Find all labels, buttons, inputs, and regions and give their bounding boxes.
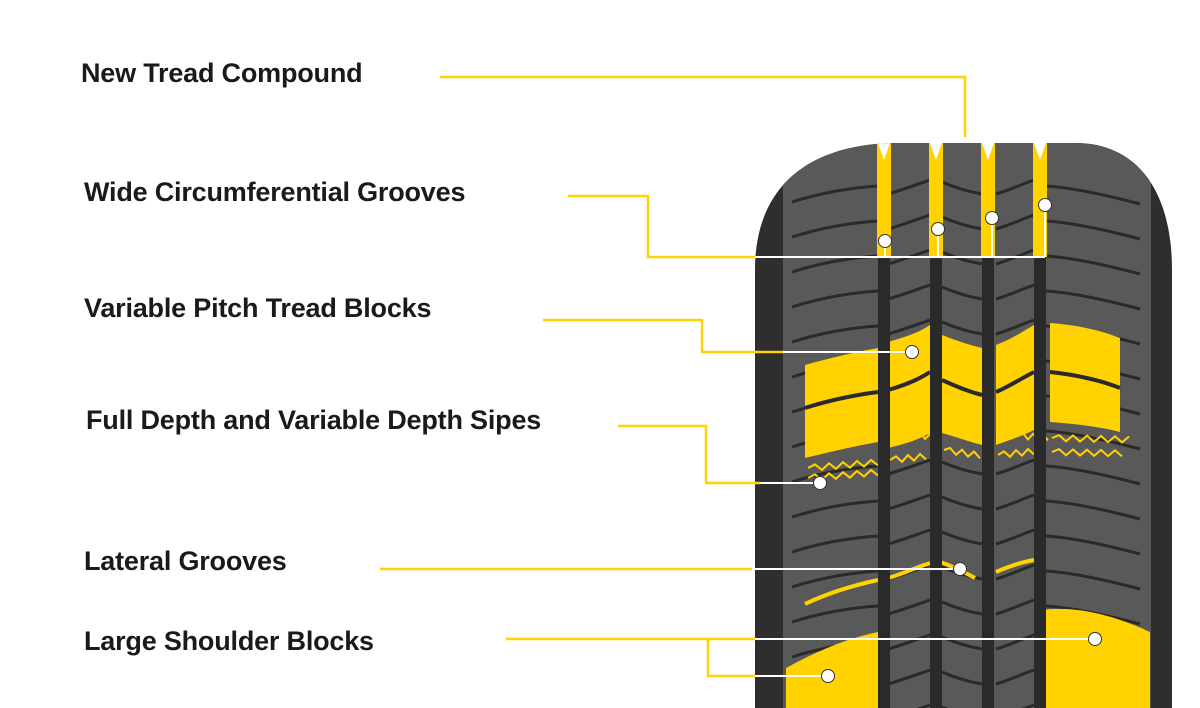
lateral-groove-stroke xyxy=(791,289,879,309)
lateral-groove-stroke xyxy=(887,633,931,651)
leader-pitch xyxy=(543,318,783,354)
leader-lines xyxy=(380,75,967,678)
lateral-groove-stroke xyxy=(887,598,931,616)
sipe-line xyxy=(807,458,879,472)
lateral-groove-stroke xyxy=(995,563,1035,581)
dot-shoulder-left xyxy=(821,669,835,683)
lateral-groove-stroke xyxy=(995,633,1035,651)
groove-highlight xyxy=(929,143,943,257)
lateral-groove-stroke xyxy=(887,213,931,231)
lateral-groove-stroke xyxy=(887,283,931,301)
lateral-groove-stroke xyxy=(1045,534,1141,556)
lateral-groove-stroke xyxy=(887,668,931,686)
compound-notch xyxy=(930,143,942,160)
compound-notch xyxy=(878,143,890,160)
sipe-line xyxy=(997,447,1035,459)
leader-shoulder-branch xyxy=(706,639,755,678)
lateral-groove-stroke xyxy=(887,493,931,511)
lateral-groove-stroke xyxy=(941,460,983,476)
compound-notch xyxy=(1034,143,1046,160)
lateral-groove-stroke xyxy=(791,184,879,204)
groove-channel xyxy=(878,257,890,708)
lateral-groove-stroke xyxy=(1045,184,1141,206)
lateral-groove-stroke xyxy=(995,668,1035,686)
lateral-groove-stroke xyxy=(941,180,983,196)
groove-highlight xyxy=(877,143,891,257)
lateral-groove-stroke xyxy=(887,458,931,476)
lateral-groove-stroke xyxy=(887,318,931,336)
lateral-groove-stroke xyxy=(791,219,879,239)
circumferential-grooves xyxy=(877,143,1047,708)
lateral-groove-stroke xyxy=(791,464,879,484)
lateral-groove-stroke xyxy=(791,499,879,519)
label-variable-pitch-tread-blocks: Variable Pitch Tread Blocks xyxy=(84,293,432,323)
lateral-groove-stroke xyxy=(995,458,1035,476)
tread-compound-notches xyxy=(878,143,1046,160)
lateral-groove-stroke xyxy=(791,569,879,589)
dot-shoulder-right xyxy=(1088,632,1102,646)
sipe-line xyxy=(1051,433,1130,444)
groove-channel xyxy=(982,257,994,708)
compound-notch xyxy=(982,143,994,160)
lateral-groove-stroke xyxy=(1045,499,1141,521)
lateral-groove-stroke xyxy=(887,703,931,708)
lateral-groove-stroke xyxy=(941,600,983,616)
leader-lines-inner xyxy=(752,205,1095,677)
lateral-groove-stroke xyxy=(941,495,983,511)
sipe-line xyxy=(889,452,927,464)
lateral-groove-stroke xyxy=(941,215,983,231)
sipe-line xyxy=(943,446,981,460)
dot-groove-1 xyxy=(878,234,892,248)
label-large-shoulder-blocks: Large Shoulder Blocks xyxy=(84,626,374,656)
label-sipes: Full Depth and Variable Depth Sipes xyxy=(86,405,542,435)
shoulder-block-right xyxy=(1042,608,1150,708)
lateral-groove-stroke xyxy=(941,670,983,686)
lateral-groove-stroke xyxy=(791,534,879,554)
lateral-groove-stroke xyxy=(995,283,1035,301)
lateral-groove-stroke xyxy=(941,250,983,266)
label-new-tread-compound: New Tread Compound xyxy=(81,58,363,88)
leader-compound xyxy=(440,75,967,137)
groove-channel xyxy=(930,257,942,708)
lateral-groove-stroke xyxy=(887,528,931,546)
pointer-dots xyxy=(813,198,1102,683)
lateral-groove-stroke xyxy=(1045,429,1141,451)
lateral-groove-stroke xyxy=(995,598,1035,616)
dot-sipes xyxy=(813,476,827,490)
lateral-groove-stroke xyxy=(887,178,931,196)
variable-pitch-blocks xyxy=(804,323,1121,458)
groove-highlight xyxy=(1033,143,1047,257)
dot-groove-2 xyxy=(931,222,945,236)
leader-sipes xyxy=(618,424,760,485)
lateral-groove-stroke xyxy=(1045,254,1141,276)
lateral-groove-stroke xyxy=(791,324,879,344)
lateral-groove-stroke xyxy=(941,530,983,546)
dot-pitch xyxy=(905,345,919,359)
lateral-groove-stroke xyxy=(1045,569,1141,591)
leader-circumferential xyxy=(568,194,755,259)
lateral-groove-stroke xyxy=(1045,219,1141,241)
lateral-groove-stroke xyxy=(995,178,1035,196)
lateral-groove-stroke xyxy=(941,285,983,301)
lateral-groove-stroke xyxy=(1045,464,1141,486)
dot-groove-4 xyxy=(1038,198,1052,212)
dot-groove-3 xyxy=(985,211,999,225)
lateral-groove-stroke xyxy=(995,213,1035,231)
lateral-groove-stroke xyxy=(995,493,1035,511)
label-wide-circumferential-grooves: Wide Circumferential Grooves xyxy=(84,177,466,207)
sipe-line xyxy=(1051,447,1123,458)
lateral-groove-stroke xyxy=(995,318,1035,336)
lateral-groove-stroke xyxy=(791,604,879,624)
label-lateral-grooves: Lateral Grooves xyxy=(84,546,287,576)
dot-lateral xyxy=(953,562,967,576)
lateral-groove-stroke xyxy=(995,703,1035,708)
lateral-groove-stroke xyxy=(1045,289,1141,311)
lateral-groove-stroke xyxy=(941,320,983,336)
lateral-groove-stroke xyxy=(995,528,1035,546)
groove-channel xyxy=(1034,257,1046,708)
